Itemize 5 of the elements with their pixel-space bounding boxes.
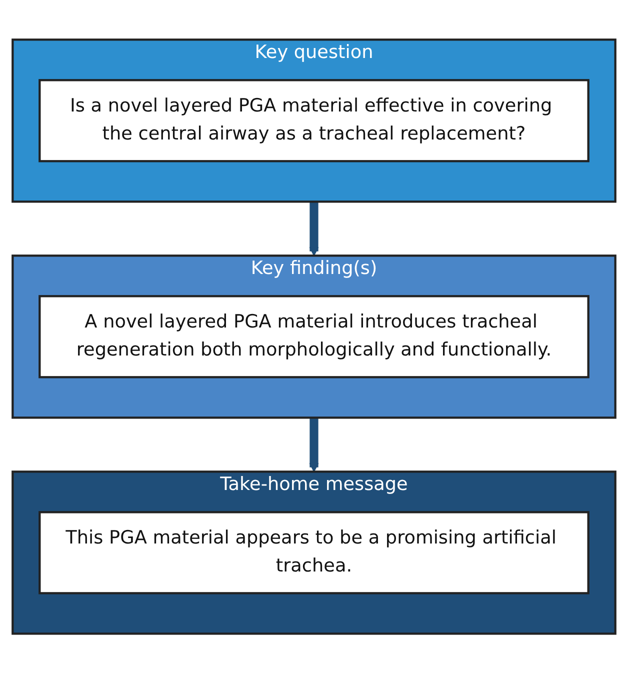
arrow [309, 418, 319, 472]
arrow [309, 202, 319, 256]
node-box: This PGA material appears to be a promising artificial trachea. [38, 511, 590, 595]
node-box: A novel layered PGA material introduces tracheal regeneration both morphologically and functionally. [38, 295, 590, 379]
node-box: Is a novel layered PGA material effective in covering the central airway as a tracheal replacement? [38, 79, 590, 163]
